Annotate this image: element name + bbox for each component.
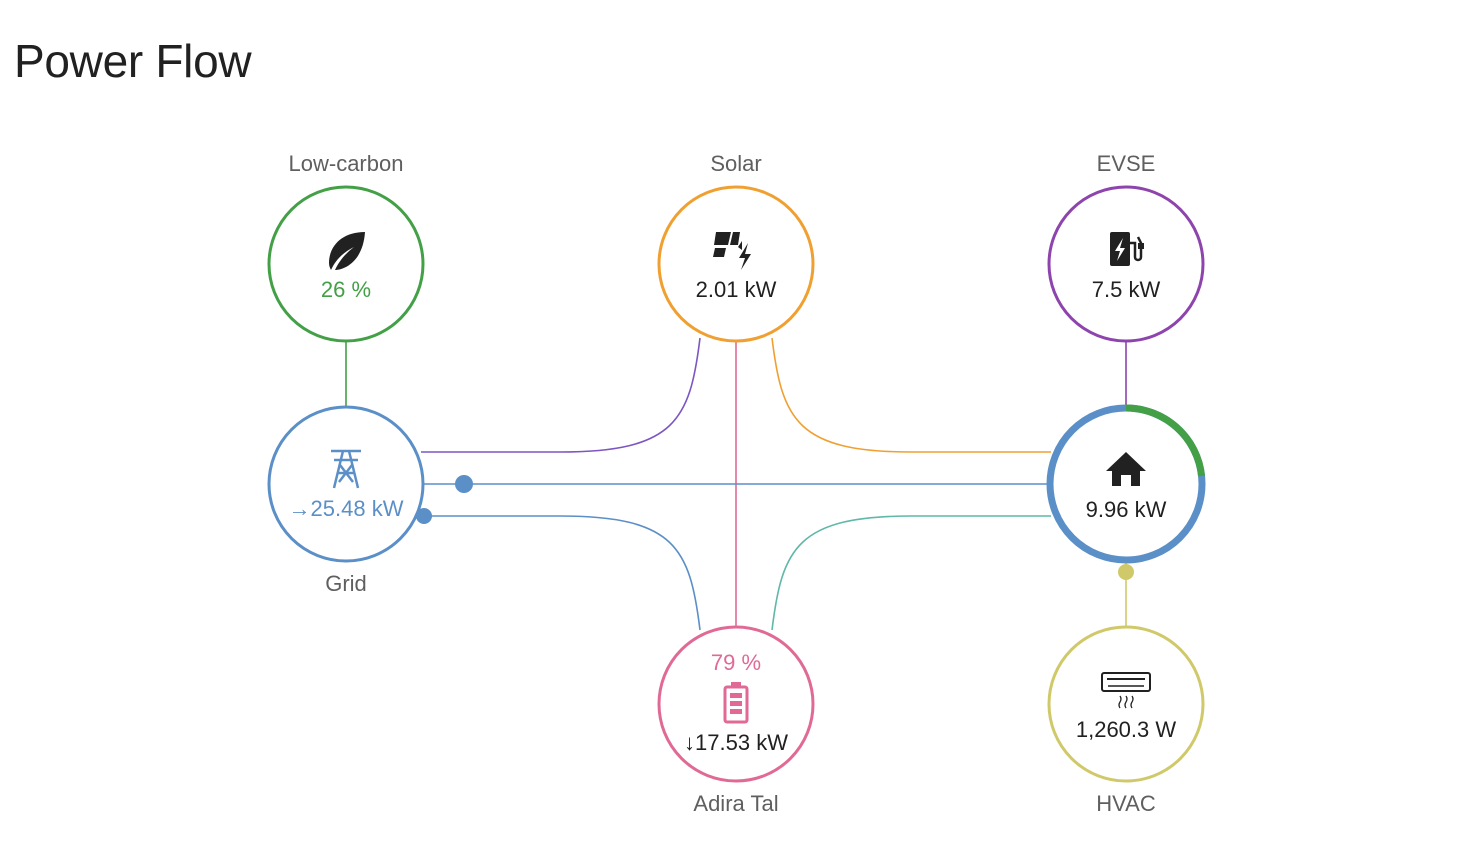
node-grid[interactable]: →25.48 kW Grid [267,405,425,596]
home-low-carbon-arc [1125,404,1206,477]
low-carbon-label: Low-carbon [289,151,404,176]
page-title: Power Flow [14,35,252,87]
node-evse[interactable]: EVSE 7.5 kW [1047,151,1205,343]
node-home[interactable]: 9.96 kW [1046,404,1206,564]
line-battery-to-home [771,515,1051,631]
node-battery[interactable]: 79 % ↓17.53 kW Adira Tal [657,625,815,816]
flow-dot-home-hvac [1118,564,1134,580]
transmission-tower-icon [331,449,361,489]
battery-icon [723,682,749,724]
flow-dot-grid-home [455,475,473,493]
flow-dot-grid-battery [416,508,432,524]
solar-power-icon [713,232,751,270]
grid-value: →25.48 kW [289,496,404,521]
leaf-icon [329,232,365,270]
low-carbon-value: 26 % [321,277,371,302]
hvac-value: 1,260.3 W [1076,717,1177,742]
ev-charger-icon [1110,232,1144,266]
node-low-carbon[interactable]: Low-carbon 26 % [267,151,425,343]
evse-value: 7.5 kW [1092,277,1161,302]
battery-soc: 79 % [711,650,761,675]
battery-value: ↓17.53 kW [684,730,788,755]
node-solar[interactable]: Solar 2.01 kW [657,151,815,343]
evse-label: EVSE [1097,151,1156,176]
air-conditioner-icon [1101,672,1151,709]
home-value: 9.96 kW [1086,497,1167,522]
grid-label: Grid [325,571,367,596]
line-grid-to-battery [421,515,701,631]
line-solar-to-home [771,337,1051,453]
hvac-label: HVAC [1096,791,1156,816]
battery-label: Adira Tal [693,791,778,816]
node-hvac[interactable]: 1,260.3 W HVAC [1047,625,1205,816]
line-solar-to-grid [421,337,701,453]
solar-value: 2.01 kW [696,277,777,302]
solar-label: Solar [710,151,761,176]
home-icon [1106,452,1146,486]
